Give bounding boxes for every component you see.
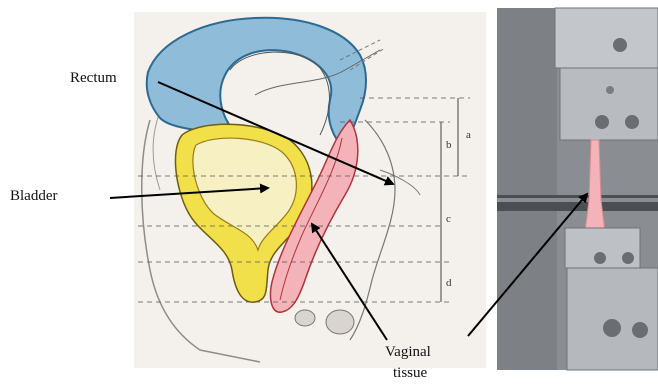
bolt: [603, 319, 621, 337]
vaginal-label: Vaginal: [385, 344, 431, 360]
rectum-label: Rectum: [70, 70, 117, 86]
photo-shadow: [497, 8, 557, 370]
bolt: [606, 86, 614, 94]
perineal-structure: [326, 310, 354, 334]
bolt: [595, 115, 609, 129]
tensile-test-photo: [497, 8, 658, 370]
perineal-structure: [295, 310, 315, 326]
bolt: [594, 252, 606, 264]
bolt: [622, 252, 634, 264]
bolt: [632, 322, 648, 338]
support-rod: [497, 195, 658, 211]
segment-label-b: b: [446, 139, 452, 151]
segment-label-c: c: [446, 213, 451, 225]
bolt: [613, 38, 627, 52]
lower-grip-block: [567, 268, 658, 370]
segment-label-a: a: [466, 129, 471, 141]
segment-label-d: d: [446, 277, 452, 289]
tissue-label: tissue: [393, 365, 427, 381]
bladder-label: Bladder: [10, 188, 57, 204]
rod-highlight: [497, 198, 658, 202]
upper-grip-block: [555, 8, 658, 68]
bolt: [625, 115, 639, 129]
upper-clamp: [560, 68, 658, 140]
anatomy-illustration: a b c d: [134, 12, 486, 368]
